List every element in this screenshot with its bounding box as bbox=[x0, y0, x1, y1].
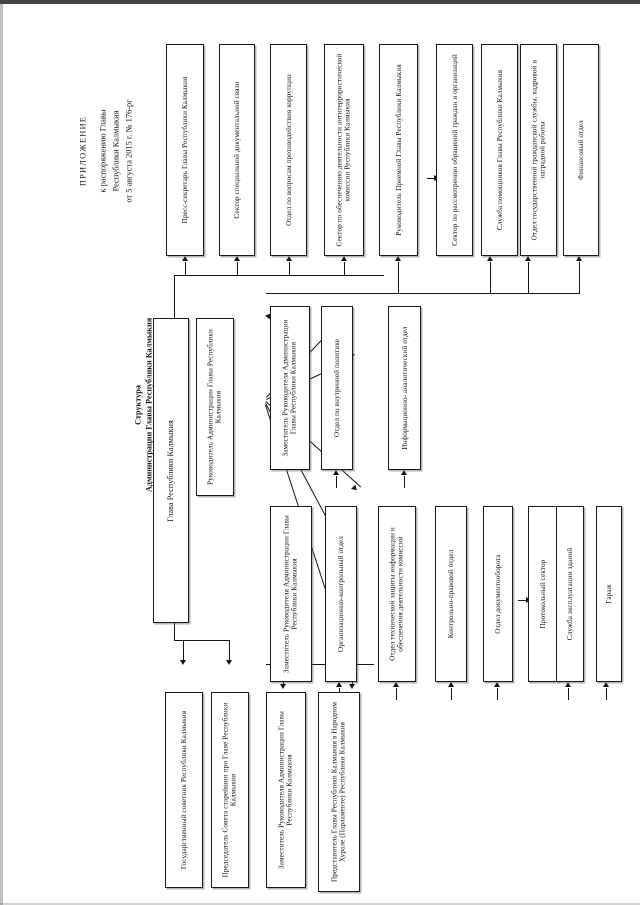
riser-internal-policy bbox=[336, 476, 337, 488]
node-control-legal[interactable]: Контрольно-правовой отдел bbox=[435, 506, 467, 682]
appendix-line-3: от 5 августа 2015 г. № 176-рг bbox=[124, 99, 134, 203]
arrow-civil-service bbox=[525, 256, 531, 261]
connector-trunk-top-drop bbox=[174, 275, 175, 305]
riser-buildings bbox=[568, 688, 569, 700]
connector-citizen-appeals bbox=[427, 178, 436, 179]
riser-assistants bbox=[490, 262, 491, 294]
connector-trunk-main bbox=[266, 293, 580, 294]
scan-edge-top bbox=[0, 0, 640, 4]
connector-bottom-branch bbox=[266, 664, 374, 665]
appendix-line-2: Республики Калмыкия bbox=[111, 110, 121, 192]
riser-specsvyaz bbox=[237, 262, 238, 276]
connector-trunk-top bbox=[174, 275, 384, 276]
node-specsvyaz[interactable]: Сектор специальной документальной связи bbox=[219, 44, 255, 256]
arrow-elders-council bbox=[226, 660, 232, 665]
node-assistants[interactable]: Служба помощников Главы Республики Калмы… bbox=[481, 44, 518, 256]
chart-title-line-1: Структура bbox=[133, 385, 143, 425]
appendix-header: ПРИЛОЖЕНИЕ к распоряжению Главы Республи… bbox=[52, 44, 160, 258]
riser-doc-flow bbox=[497, 688, 498, 700]
node-antiterror[interactable]: Сектор по обеспечению деятельности антит… bbox=[324, 44, 364, 256]
node-protocol[interactable]: Протокольный сектор bbox=[528, 506, 558, 682]
node-elders-council[interactable]: Председатель Совета старейшин при Главе … bbox=[211, 692, 249, 888]
appendix-title: ПРИЛОЖЕНИЕ bbox=[78, 115, 88, 187]
arrow-state-advisor bbox=[180, 660, 186, 665]
arrow-assistants bbox=[487, 256, 493, 261]
riser-state-advisor bbox=[183, 640, 184, 662]
arrow-priemnaya bbox=[395, 256, 401, 261]
node-deputy-org[interactable]: Заместитель Руководителя Администрации Г… bbox=[270, 506, 312, 682]
node-deputy-third[interactable]: Заместитель Руководителя Администрации Г… bbox=[266, 692, 306, 888]
riser-priemnaya bbox=[398, 262, 399, 294]
arrow-garage bbox=[603, 682, 609, 687]
riser-info-analytic bbox=[404, 476, 405, 488]
connector-protocol bbox=[518, 600, 528, 601]
riser-finance bbox=[579, 262, 580, 294]
arrow-finance bbox=[576, 256, 582, 261]
node-org-control[interactable]: Организационно-контрольный отдел bbox=[325, 506, 357, 682]
arrow-antiterror bbox=[341, 256, 347, 261]
riser-antiterror bbox=[344, 262, 345, 276]
riser-tech-protection bbox=[396, 688, 397, 700]
node-garage[interactable]: Гараж bbox=[596, 506, 622, 682]
riser-anticorruption bbox=[289, 262, 290, 276]
connector-chief-to-trunk bbox=[174, 305, 175, 321]
node-state-advisor[interactable]: Государственный советник Республики Калм… bbox=[165, 692, 203, 888]
node-chief[interactable]: Руководитель Администрации Главы Республ… bbox=[196, 318, 234, 496]
connector-left-branch bbox=[174, 640, 230, 641]
appendix-line-1: к распоряжению Главы bbox=[98, 109, 108, 193]
arrow-deputy-third bbox=[280, 684, 286, 689]
scan-edge-left bbox=[0, 0, 3, 905]
arrow-tech-protection bbox=[393, 682, 399, 687]
arrow-press bbox=[182, 256, 188, 261]
riser-control-legal bbox=[451, 688, 452, 700]
arrow-anticorruption bbox=[286, 256, 292, 261]
node-hural-rep[interactable]: Представитель Главы Республики Калмыкия … bbox=[318, 692, 360, 892]
riser-elders-council bbox=[229, 640, 230, 662]
arrow-buildings bbox=[565, 682, 571, 687]
node-doc-flow[interactable]: Отдел документооборота bbox=[483, 506, 513, 682]
node-press[interactable]: Пресс-секретарь Главы Республики Калмыки… bbox=[166, 44, 204, 256]
riser-garage bbox=[606, 688, 607, 700]
node-internal-policy[interactable]: Отдел по внутренней политике bbox=[321, 306, 353, 470]
node-finance[interactable]: Финансовый отдел bbox=[563, 44, 599, 256]
node-deputy-policy[interactable]: Заместитель Руководителя Администрации Г… bbox=[270, 306, 310, 470]
arrow-org-control bbox=[336, 682, 342, 687]
riser-press bbox=[185, 262, 186, 276]
node-anticorruption[interactable]: Отдел по вопросам противодействия корруп… bbox=[270, 44, 307, 256]
node-tech-protection[interactable]: Отдел технической защиты информации и об… bbox=[378, 506, 416, 682]
arrow-info-analytic bbox=[401, 470, 407, 475]
node-buildings[interactable]: Служба эксплуатации зданий bbox=[556, 506, 584, 682]
scan-edge-bottom bbox=[0, 903, 640, 905]
node-citizen-appeals[interactable]: Сектор по рассмотрению обращений граждан… bbox=[436, 44, 473, 256]
node-priemnaya-head[interactable]: Руководитель Приемной Главы Республики К… bbox=[379, 44, 418, 256]
riser-civil-service bbox=[528, 262, 529, 294]
arrow-internal-policy bbox=[333, 470, 339, 475]
arrow-control-legal bbox=[448, 682, 454, 687]
arrow-doc-flow bbox=[494, 682, 500, 687]
node-head[interactable]: Глава Республики Калмыкия bbox=[153, 318, 189, 623]
arrow-hural-rep bbox=[349, 684, 355, 689]
node-civil-service[interactable]: Отдел государственной гражданской службы… bbox=[520, 44, 557, 256]
arrow-specsvyaz bbox=[234, 256, 240, 261]
node-info-analytic[interactable]: Информационно- аналитический отдел bbox=[388, 306, 421, 470]
